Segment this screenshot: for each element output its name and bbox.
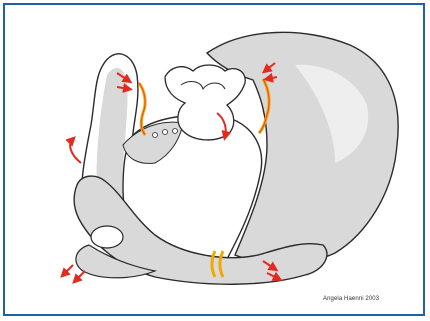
artist-credit: Angela Haenni 2003 [323,296,379,302]
obturator-foramen [91,226,123,248]
foramen [173,129,178,134]
pelvis-illustration [5,5,427,318]
foramen [153,133,158,138]
figure-frame: Angela Haenni 2003 [3,3,425,316]
foramen [163,130,168,135]
arrow-iliac-outward [70,139,81,163]
